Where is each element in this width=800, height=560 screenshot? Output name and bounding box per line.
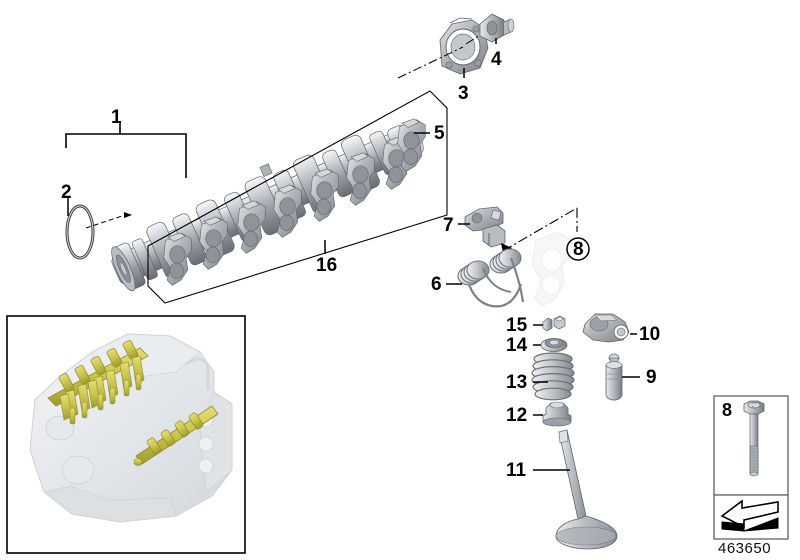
thrust-bearing-part	[439, 17, 489, 75]
retaining-clip-part	[464, 206, 506, 248]
callout-5-rocker-arm: 5	[434, 123, 445, 144]
callout-8-bolt-circled: 8	[573, 239, 584, 260]
leader-8	[502, 207, 578, 252]
callout-14-spring-retainer: 14	[506, 335, 528, 356]
leader-2	[67, 196, 132, 229]
callout-2-o-ring: 2	[61, 182, 72, 203]
callout-11-valve: 11	[506, 460, 527, 481]
callout-1-camshaft: 1	[111, 107, 122, 128]
callout-8-circle	[566, 237, 590, 261]
callout-3-thrust-bearing: 3	[458, 83, 469, 104]
direction-arrow-symbol-graphic	[720, 499, 779, 532]
highlighted-camshaft-left	[47, 340, 149, 425]
screw-plug-part	[479, 13, 515, 43]
callout-16-rocker-arm-set: 16	[316, 255, 338, 276]
valve-stem-seal-part	[542, 401, 572, 427]
ghost-rocker-arm	[531, 231, 571, 307]
diagram-part-number: 463650	[718, 540, 772, 557]
callout-9-hydraulic-lifter: 9	[646, 367, 657, 388]
valve-spring-part	[531, 352, 575, 401]
callout-13-valve-spring: 13	[506, 372, 528, 393]
spring-retainer-part	[540, 338, 568, 352]
valve-lever-part	[582, 313, 630, 343]
hex-flange-bolt-graphic	[743, 400, 765, 477]
callout-12-valve-stem-seal: 12	[506, 405, 528, 426]
engine-inset-graphic	[29, 333, 233, 523]
valve-part	[555, 429, 618, 550]
torsion-spring-part	[457, 248, 525, 308]
callout-6-torsion-spring: 6	[431, 274, 442, 295]
bolt-box-number: 8	[722, 400, 733, 420]
o-ring-part	[65, 204, 95, 260]
callout-15-valve-collets: 15	[506, 315, 528, 336]
callout-7-retaining-clip: 7	[443, 215, 454, 236]
callout-10-valve-lever: 10	[639, 324, 661, 345]
camshaft-assembly	[111, 124, 424, 292]
rocker-arm-group-box	[147, 90, 448, 304]
callout-4-screw-plug: 4	[491, 49, 502, 70]
leader-1	[65, 122, 187, 178]
highlighted-camshaft-right	[133, 405, 219, 466]
valve-collets-part	[542, 315, 566, 332]
hydraulic-lifter-part	[605, 353, 623, 401]
